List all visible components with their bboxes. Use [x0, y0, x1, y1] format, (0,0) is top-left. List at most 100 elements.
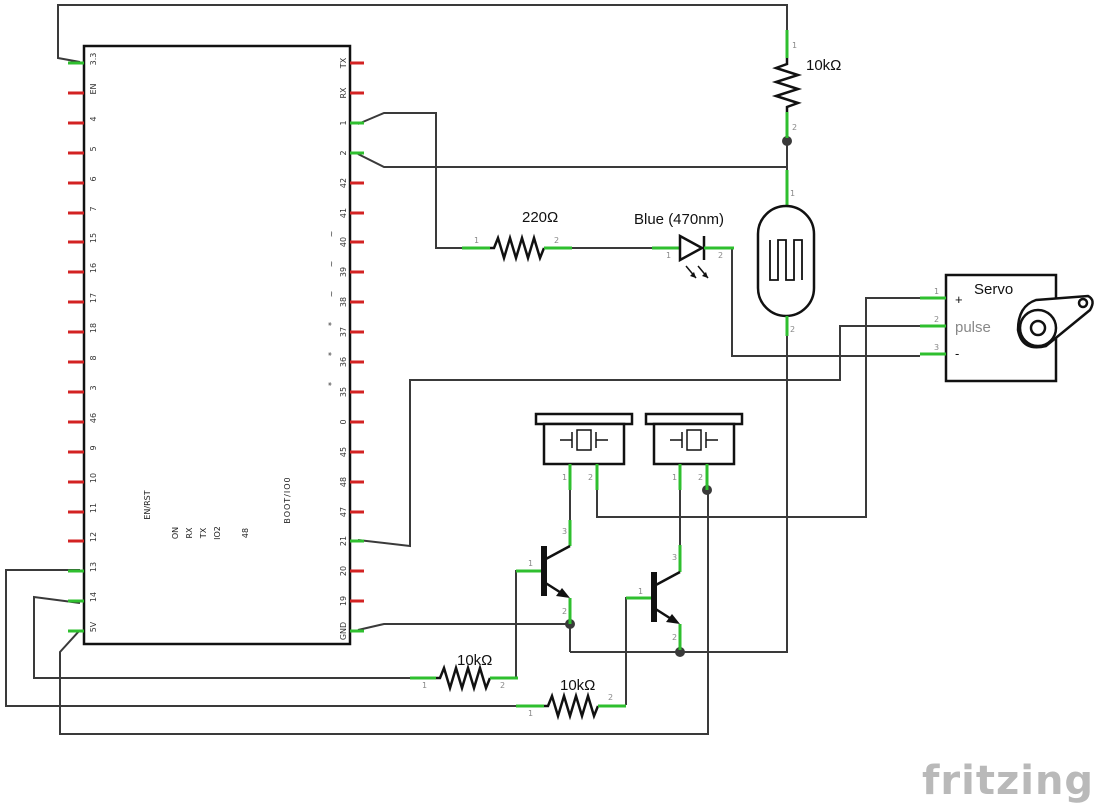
- resistor-value: 10kΩ: [560, 677, 595, 694]
- pin-number: 3: [934, 343, 939, 352]
- resistor-220[interactable]: 1 2 220Ω: [462, 209, 572, 263]
- wire-ldr-gnd[interactable]: [570, 330, 788, 653]
- mcu-pin-mark: ~: [327, 231, 336, 238]
- buzzer-1[interactable]: 1 2: [534, 412, 634, 490]
- mcu-pin-label: 15: [89, 233, 98, 243]
- mcu-pin-label: 10: [89, 473, 98, 483]
- wires: [5, 4, 920, 735]
- pin-number: 2: [790, 325, 795, 334]
- boot-label: BOOT/IO0: [283, 476, 292, 523]
- mcu-pin-label: 14: [89, 592, 98, 602]
- servo-minus-label: -: [955, 346, 959, 361]
- mcu-pin-label: 35: [339, 387, 348, 397]
- mcu-pin-label: 17: [89, 293, 98, 303]
- mcu-pin-label: 3.3: [89, 53, 98, 66]
- wire-pin13[interactable]: [5, 569, 516, 707]
- fritzing-logo: fritzing: [922, 758, 1094, 804]
- mcu-pin-label: 0: [339, 419, 348, 424]
- emitter-arrow: [666, 614, 680, 624]
- board-outline: [82, 44, 352, 646]
- pin-number: 1: [528, 559, 533, 568]
- pin-number: 2: [698, 473, 703, 482]
- mcu-pin-mark: ~: [327, 291, 336, 298]
- pin-number: 2: [562, 607, 567, 616]
- wire-led-servo-minus[interactable]: [731, 248, 920, 357]
- pin-number: 1: [790, 189, 795, 198]
- npn-transistor-2[interactable]: 1 2 3: [626, 545, 682, 650]
- pin-number: 1: [638, 587, 643, 596]
- pin-number: 2: [792, 123, 797, 132]
- mcu-pin-label: 45: [339, 447, 348, 457]
- board-led-label: RX: [185, 527, 194, 539]
- pin-number: 2: [588, 473, 593, 482]
- resistor-value: 10kΩ: [457, 652, 492, 669]
- resistor-10k-base-1[interactable]: 1 2 10kΩ: [410, 652, 518, 693]
- wire-pin2-ldr[interactable]: [357, 153, 787, 168]
- pin-number: 2: [500, 681, 505, 690]
- pin-number: 1: [422, 681, 427, 690]
- resistor-value: 10kΩ: [806, 57, 841, 74]
- wire-servo-plus[interactable]: [596, 297, 920, 518]
- mcu-pin-label: 38: [339, 297, 348, 307]
- mcu-pin-label: 19: [339, 596, 348, 606]
- pin-number: 1: [672, 473, 677, 482]
- mcu-pin-label: 39: [339, 267, 348, 277]
- mcu-pin-label: 21: [339, 536, 348, 546]
- servo-pulse-label: pulse: [955, 319, 991, 336]
- pin-number: 1: [474, 236, 479, 245]
- wire-pin21-pulse[interactable]: [357, 325, 920, 548]
- board-led-label: EN/RST: [143, 490, 152, 519]
- mcu-pin-label: EN: [89, 83, 98, 94]
- mcu-pin-mark: *: [327, 352, 336, 356]
- pin-number: 2: [672, 633, 677, 642]
- pin-number: 1: [792, 41, 797, 50]
- wire-5v[interactable]: [59, 490, 709, 735]
- junction-dot: [675, 647, 685, 657]
- mcu-pin-label: RX: [339, 87, 348, 99]
- pin-number: 2: [718, 251, 723, 260]
- led-blue[interactable]: 1 2 Blue (470nm): [634, 211, 734, 279]
- npn-transistor-1[interactable]: 1 2 3: [516, 520, 572, 624]
- mcu-pin-label: 41: [339, 208, 348, 218]
- junction-dot: [782, 136, 792, 146]
- photoresistor[interactable]: 1 2: [756, 170, 816, 336]
- pin-number: 3: [562, 527, 567, 536]
- wire-gnd-emitter[interactable]: [357, 623, 570, 631]
- mcu-pin-label: 12: [89, 532, 98, 542]
- servo-title: Servo: [974, 281, 1013, 298]
- resistor-10k-base-2[interactable]: 1 2 10kΩ: [516, 677, 626, 721]
- wire-pin14[interactable]: [33, 595, 410, 679]
- mcu-pin-label: 37: [339, 327, 348, 337]
- mcu-pin-label: 11: [89, 503, 98, 513]
- buzzer-2[interactable]: 1 2: [644, 412, 744, 490]
- pin-number: 2: [934, 315, 939, 324]
- mcu-pin-label: 9: [89, 445, 98, 450]
- ldr-serpentine: [769, 239, 803, 281]
- wire-pin1-led[interactable]: [357, 112, 462, 249]
- mcu-pin-label: 13: [89, 562, 98, 572]
- mcu-pin-label: TX: [339, 57, 348, 69]
- servo-motor[interactable]: 1 2 3 Servo + pulse -: [920, 273, 1094, 383]
- servo-hub-inner: [1029, 319, 1047, 337]
- mcu-pin-mark: ~: [327, 261, 336, 268]
- resistor-10k-top[interactable]: 1 2 10kΩ: [771, 30, 841, 138]
- mcu-pin-label: 6: [89, 176, 98, 181]
- pin-number: 3: [672, 553, 677, 562]
- pin-number: 1: [562, 473, 567, 482]
- resistor-zigzag: [544, 691, 600, 721]
- mcu-pin-label: 40: [339, 237, 348, 247]
- mcu-pin-label: GND: [339, 622, 348, 640]
- led-triangle: [678, 233, 705, 263]
- pin-number: 1: [666, 251, 671, 260]
- board-led-label: TX: [199, 527, 208, 539]
- mcu-pin-label: 2: [339, 150, 348, 155]
- mcu-pin-mark: *: [327, 322, 336, 326]
- pin-number: 2: [554, 236, 559, 245]
- mcu-pin-label: 16: [89, 263, 98, 273]
- pin-number: 2: [608, 693, 613, 702]
- mcu-pin-mark: *: [327, 382, 336, 386]
- mcu-pin-label: 4: [89, 116, 98, 121]
- wire-3v3-rail[interactable]: [57, 4, 788, 63]
